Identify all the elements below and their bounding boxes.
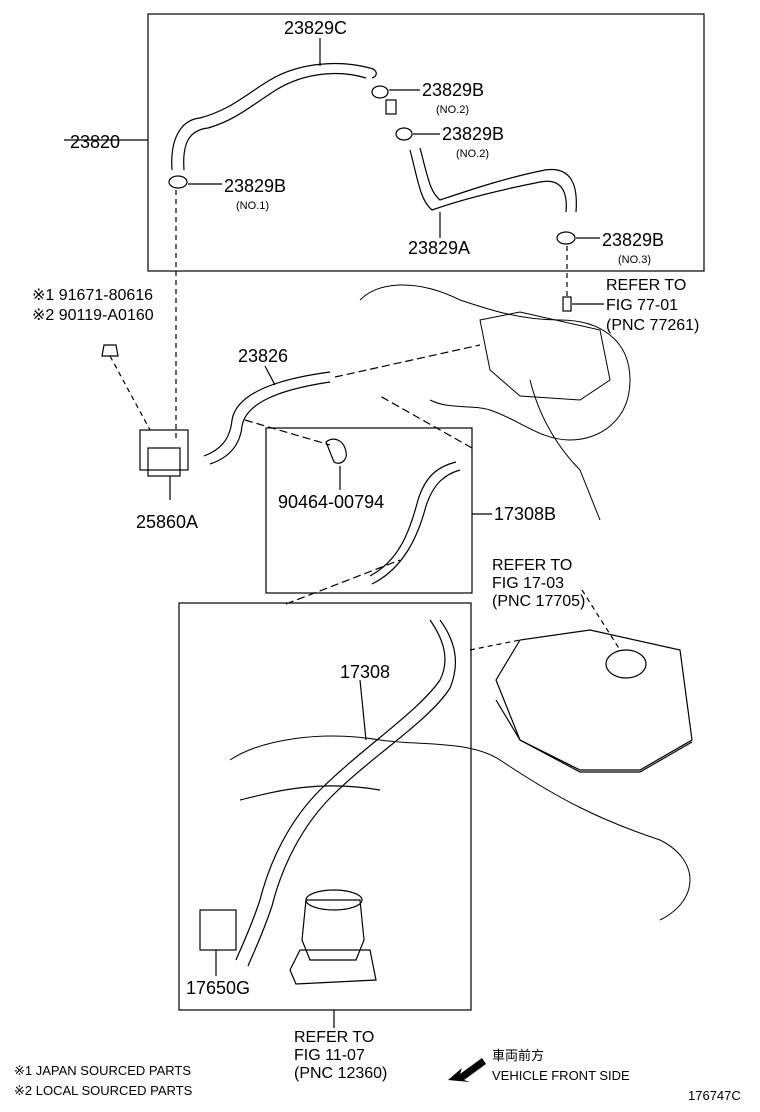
label-no3: (NO.3): [618, 254, 651, 266]
clamp-23829b-no3: [556, 231, 576, 245]
label-23829c: 23829C: [284, 18, 347, 38]
hose-23829a: [409, 149, 567, 213]
label-91671: ※1 91671-80616: [32, 287, 153, 304]
label-17650g: 17650G: [186, 978, 250, 998]
label-23826: 23826: [238, 346, 288, 366]
label-90119: ※2 90119-A0160: [32, 307, 154, 324]
clamp-23829b-no2-upper: [371, 85, 389, 99]
clamp-23829b-no1: [168, 175, 188, 189]
label-17308: 17308: [340, 662, 390, 682]
label-17308b: 17308B: [494, 504, 556, 524]
hose-17308b-box: [265, 427, 473, 594]
vsv-17650g: [199, 909, 237, 951]
ref11-line3: (PNC 12360): [294, 1065, 387, 1082]
label-no1: (NO.1): [236, 200, 269, 212]
label-23829b-no2-lower: 23829B: [442, 124, 504, 144]
ref17-line1: REFER TO: [492, 557, 572, 574]
hose-17308b: [369, 461, 457, 577]
ref17-line3: (PNC 17705): [492, 593, 585, 610]
hose-23826: [203, 371, 331, 457]
vehicle-front-arrow-icon: [448, 1058, 486, 1082]
diagram-id: 176747C: [688, 1088, 741, 1103]
hose-23829c: [171, 62, 377, 171]
ref17-line2: FIG 17-03: [492, 575, 564, 592]
engine-outline: [359, 284, 631, 441]
bolt-91671: [101, 344, 119, 357]
air-cleaner-case: [495, 629, 693, 771]
upper-hose-group-box: [147, 13, 705, 272]
footnote-japan: ※1 JAPAN SOURCED PARTS: [14, 1063, 191, 1078]
label-25860a: 25860A: [136, 512, 198, 532]
label-90464: 90464-00794: [278, 492, 384, 512]
label-23829a: 23829A: [408, 238, 470, 258]
label-no2-upper: (NO.2): [436, 104, 469, 116]
ref11-line1: REFER TO: [294, 1029, 374, 1046]
label-no2-lower: (NO.2): [456, 148, 489, 160]
ref77-line2: FIG 77-01: [606, 297, 678, 314]
clamp-23829b-no2-lower: [395, 127, 413, 141]
vsv-25860a: [139, 429, 189, 471]
front-label-en: VEHICLE FRONT SIDE: [492, 1068, 630, 1083]
footnote-local: ※2 LOCAL SOURCED PARTS: [14, 1083, 193, 1098]
front-label-jp: 車両前方: [492, 1048, 544, 1063]
clip-90464: [325, 438, 347, 464]
label-23829b-no3: 23829B: [602, 230, 664, 250]
ref11-line2: FIG 11-07: [294, 1047, 365, 1064]
label-23820: 23820: [70, 132, 120, 152]
ref77-line1: REFER TO: [606, 277, 686, 294]
ref77-line3: (PNC 77261): [606, 317, 699, 334]
hose-17308-box: [178, 602, 472, 1011]
label-23829b-no2-upper: 23829B: [422, 80, 484, 100]
engine-mount: [301, 899, 365, 961]
label-23829b-no1: 23829B: [224, 176, 286, 196]
hose-17308: [235, 619, 446, 961]
